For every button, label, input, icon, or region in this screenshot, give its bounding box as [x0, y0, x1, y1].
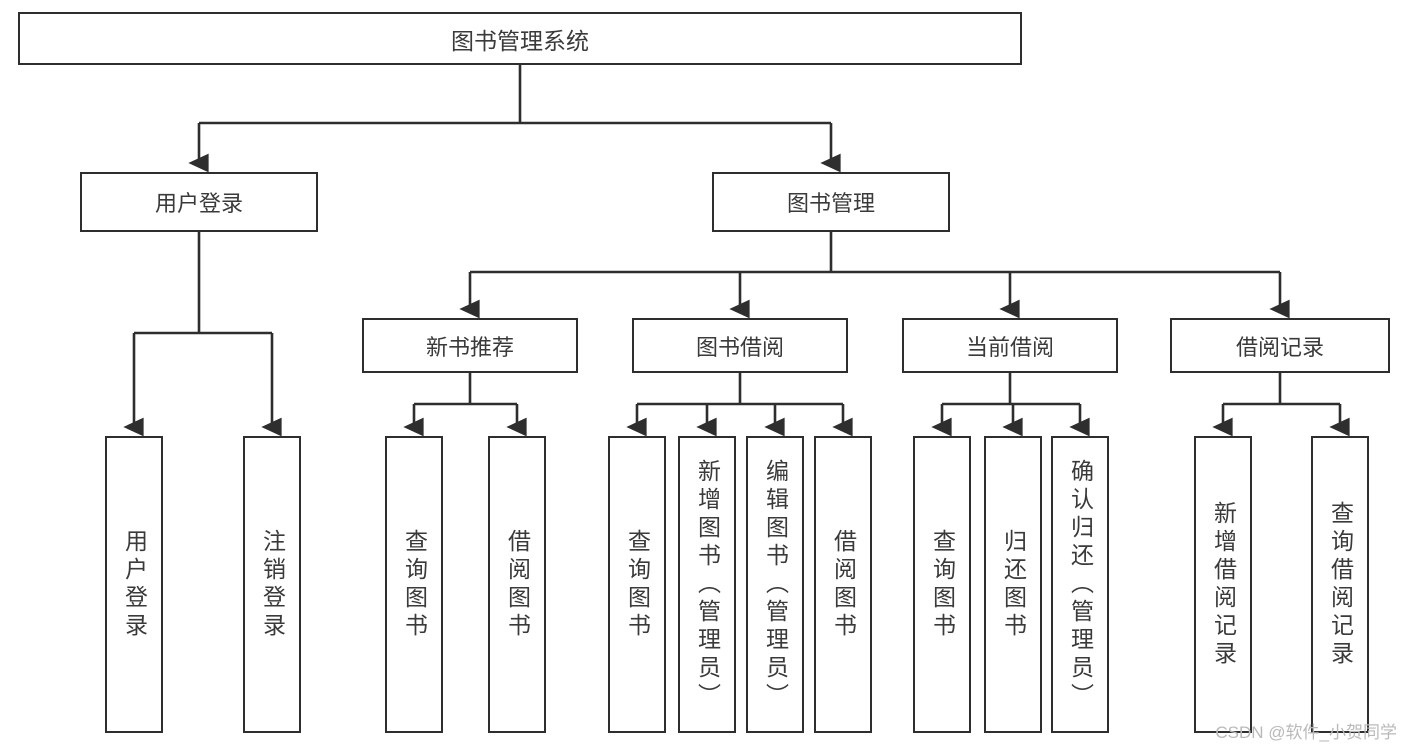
node-label: 注销登录: [259, 528, 286, 641]
node-user-login[interactable]: 用户登录: [80, 172, 318, 232]
node-label: 图书借阅: [695, 334, 784, 360]
node-new-book-recommend[interactable]: 新书推荐: [362, 318, 578, 373]
leaf-query-book[interactable]: 查询图书: [608, 436, 666, 733]
node-current-borrow[interactable]: 当前借阅: [902, 318, 1118, 373]
node-root-book-management-system[interactable]: 图书管理系统: [18, 12, 1022, 65]
leaf-query-book-current[interactable]: 查询图书: [913, 436, 971, 733]
node-label: 借阅图书: [830, 528, 857, 641]
node-label: 确认归还（管理员）: [1067, 458, 1094, 711]
node-label: 查询图书: [401, 528, 428, 641]
node-label: 图书管理系统: [451, 27, 589, 54]
node-label: 新书推荐: [425, 334, 514, 360]
node-label: 归还图书: [1000, 528, 1027, 641]
node-label: 查询借阅记录: [1327, 500, 1354, 669]
leaf-query-book-recommend[interactable]: 查询图书: [385, 436, 443, 733]
leaf-return-book[interactable]: 归还图书: [984, 436, 1042, 733]
node-label: 新增图书（管理员）: [694, 458, 721, 711]
node-label: 用户登录: [121, 528, 148, 641]
node-label: 图书管理: [786, 191, 875, 216]
csdn-watermark: CSDN @软件_小贺同学: [1215, 723, 1397, 742]
node-label: 借阅图书: [504, 528, 531, 641]
leaf-user-login[interactable]: 用户登录: [105, 436, 163, 733]
node-label: 借阅记录: [1235, 334, 1324, 360]
node-label: 当前借阅: [965, 334, 1054, 360]
node-label: 查询图书: [929, 528, 956, 641]
leaf-logout[interactable]: 注销登录: [243, 436, 301, 733]
leaf-confirm-return-admin[interactable]: 确认归还（管理员）: [1051, 436, 1109, 733]
node-label: 查询图书: [624, 528, 651, 641]
node-book-borrow[interactable]: 图书借阅: [632, 318, 848, 373]
node-book-management[interactable]: 图书管理: [712, 172, 950, 232]
leaf-edit-book-admin[interactable]: 编辑图书（管理员）: [746, 436, 804, 733]
leaf-add-book-admin[interactable]: 新增图书（管理员）: [678, 436, 736, 733]
leaf-query-borrow-record[interactable]: 查询借阅记录: [1311, 436, 1369, 733]
leaf-add-borrow-record[interactable]: 新增借阅记录: [1194, 436, 1252, 733]
node-label: 用户登录: [154, 191, 243, 216]
node-label: 编辑图书（管理员）: [762, 458, 789, 711]
leaf-borrow-book[interactable]: 借阅图书: [814, 436, 872, 733]
node-label: 新增借阅记录: [1210, 500, 1237, 669]
node-borrow-record[interactable]: 借阅记录: [1170, 318, 1390, 373]
leaf-borrow-book-recommend[interactable]: 借阅图书: [488, 436, 546, 733]
